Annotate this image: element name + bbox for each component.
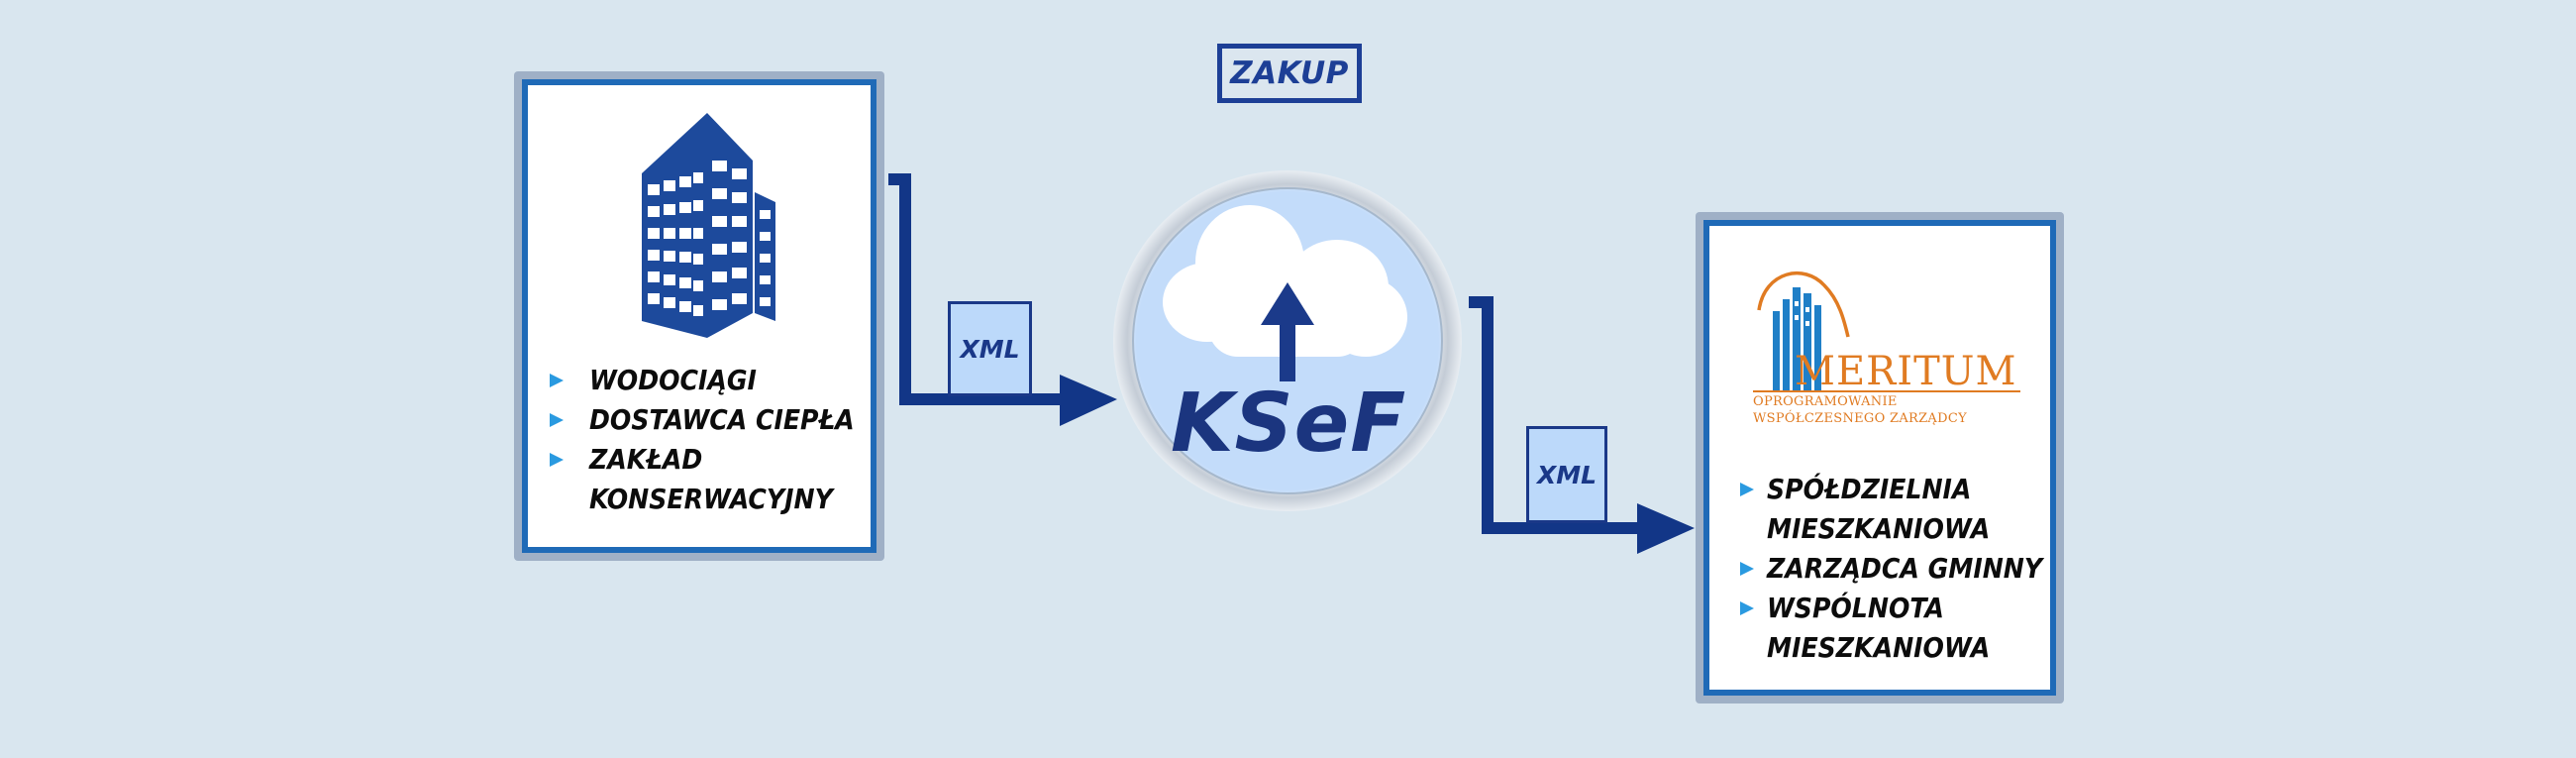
arrowhead-2 [1637,503,1695,554]
list-item: ZAKŁAD [550,440,855,480]
page-title-text: ZAKUP [1230,55,1349,91]
list-item: SPÓŁDZIELNIA [1740,470,2042,509]
flow-arrow-2 [1469,296,1642,534]
receiver-card [1696,212,2064,704]
ksef-label: KSeF [1171,377,1407,471]
xml-document-2: XML [1526,426,1607,523]
logo-subtitle-line2: WSPÓŁCZESNEGO ZARZĄDCY [1753,411,1967,426]
upload-arrow-icon [1261,282,1314,381]
cloud-icon [1163,205,1407,357]
xml-document-1: XML [948,301,1032,396]
arrowhead-1 [1060,375,1117,426]
ksef-cloud-badge [1113,170,1462,511]
bullet-arrow-icon [550,453,564,467]
list-item: WODOCIĄGI [550,361,855,400]
supplier-list: WODOCIĄGI DOSTAWCA CIEPŁA ZAKŁAD KONSERW… [550,361,855,519]
meritum-logo: MERITUM OPROGRAMOWANIE WSPÓŁCZESNEGO ZAR… [1745,266,2022,429]
list-item: DOSTAWCA CIEPŁA [550,400,855,440]
page-title: ZAKUP [1217,44,1362,103]
flow-arrow-1 [888,173,1065,405]
receiver-list: SPÓŁDZIELNIA MIESZKANIOWA ZARZĄDCA GMINN… [1740,470,2042,668]
list-item: WSPÓLNOTA [1740,589,2042,628]
logo-underline [1753,390,2020,392]
office-building-icon [642,113,775,338]
bullet-arrow-icon [1740,601,1754,615]
bullet-arrow-icon [550,413,564,427]
bullet-arrow-icon [550,374,564,387]
list-item-continuation: KONSERWACYJNY [589,483,833,515]
list-item: ZARZĄDCA GMINNY [1740,549,2042,589]
list-item-continuation: MIESZKANIOWA [1767,631,1991,664]
bullet-arrow-icon [1740,562,1754,576]
logo-wordmark: MERITUM [1795,349,2017,394]
logo-subtitle-line1: OPROGRAMOWANIE [1753,394,1898,409]
list-item-continuation: MIESZKANIOWA [1767,512,1991,545]
meritum-logo-mark [1757,271,1850,390]
bullet-arrow-icon [1740,483,1754,496]
